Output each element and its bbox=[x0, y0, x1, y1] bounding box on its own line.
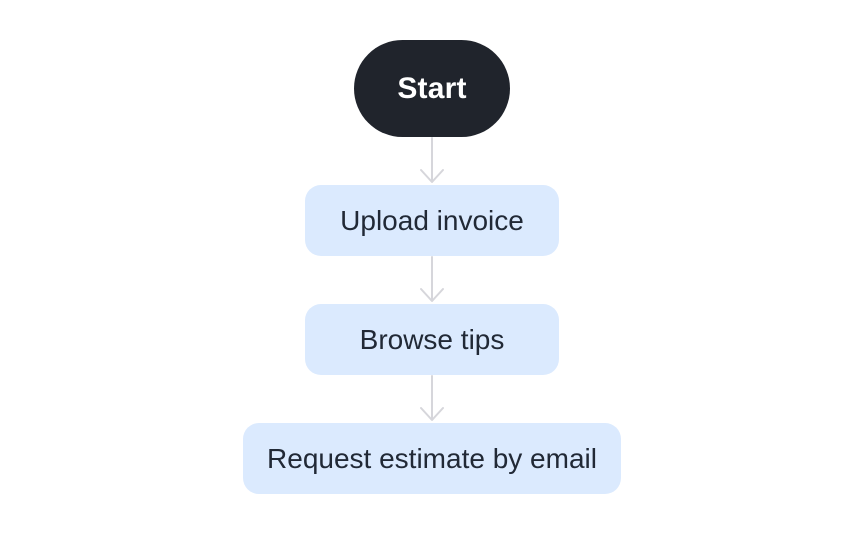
flow-node-browse-tips: Browse tips bbox=[305, 304, 559, 375]
flow-arrow-down-icon bbox=[420, 375, 444, 421]
flow-node-start: Start bbox=[354, 40, 510, 137]
flow-arrow-down-icon bbox=[420, 137, 444, 183]
flow-node-request-estimate: Request estimate by email bbox=[243, 423, 621, 494]
flow-node-upload-invoice-label: Upload invoice bbox=[340, 204, 524, 236]
flow-node-start-label: Start bbox=[397, 71, 467, 105]
flow-arrow-down-icon bbox=[420, 256, 444, 302]
flow-node-browse-tips-label: Browse tips bbox=[359, 323, 505, 355]
flow-node-upload-invoice: Upload invoice bbox=[305, 185, 559, 256]
flow-node-request-estimate-label: Request estimate by email bbox=[267, 442, 597, 474]
